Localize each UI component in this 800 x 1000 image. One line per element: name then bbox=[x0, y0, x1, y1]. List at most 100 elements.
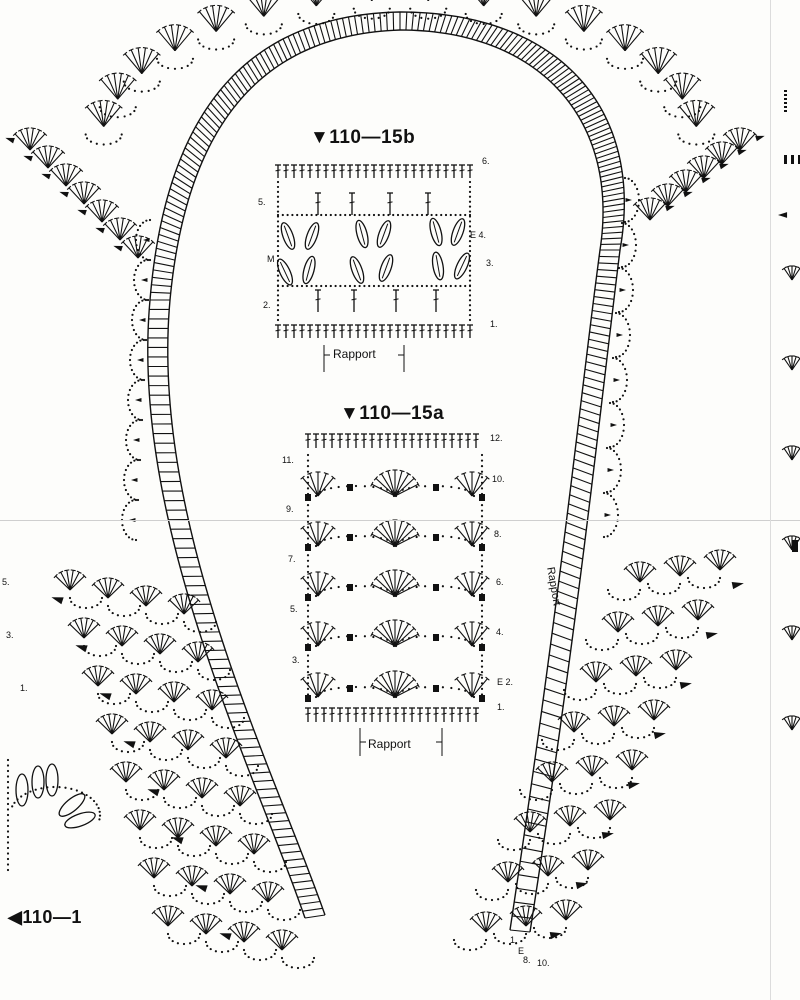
chain-dot bbox=[666, 630, 669, 633]
row-stitch bbox=[353, 438, 359, 441]
row-stitch bbox=[315, 169, 321, 172]
chain-dot bbox=[475, 948, 478, 951]
chain-dot bbox=[459, 284, 462, 288]
chain-dot bbox=[358, 284, 361, 288]
chain-dot bbox=[394, 644, 398, 648]
chain-dot bbox=[123, 484, 126, 487]
chain-dot bbox=[228, 900, 232, 904]
shell-fan bbox=[385, 619, 391, 623]
yoke-tick bbox=[294, 887, 316, 891]
yoke-tick bbox=[518, 874, 539, 879]
wing-fan bbox=[62, 164, 67, 187]
rail-dot bbox=[480, 671, 484, 674]
shell-fan bbox=[331, 475, 336, 480]
chain-dot bbox=[214, 620, 218, 624]
panel-fan bbox=[531, 859, 536, 865]
chain-dot bbox=[615, 453, 618, 456]
panel-fan bbox=[617, 614, 628, 633]
rail-dot bbox=[480, 476, 484, 479]
top-fan bbox=[255, 0, 265, 17]
chain-dot bbox=[127, 393, 130, 396]
shell-fan bbox=[378, 472, 384, 476]
panel-fan bbox=[593, 803, 598, 809]
chain-dot bbox=[20, 795, 23, 798]
wing-picot bbox=[719, 163, 729, 170]
chain-dot bbox=[618, 355, 621, 358]
dc-block bbox=[305, 494, 311, 501]
panel-fan bbox=[148, 857, 154, 860]
side-picot bbox=[131, 477, 138, 483]
chain-dot bbox=[206, 902, 210, 906]
chain-dot bbox=[622, 730, 625, 733]
panel-fan bbox=[205, 919, 221, 935]
chain-dot bbox=[454, 942, 457, 945]
top-fan bbox=[647, 49, 659, 74]
yoke-tick bbox=[591, 136, 614, 146]
panel-fan bbox=[146, 722, 151, 743]
chain-dot bbox=[243, 819, 246, 823]
chain-dot bbox=[157, 61, 160, 64]
yoke-tick bbox=[586, 353, 607, 360]
panel-fan bbox=[191, 866, 196, 887]
yoke-tick bbox=[587, 346, 608, 352]
rail-dot bbox=[276, 180, 280, 184]
panel-fan bbox=[609, 800, 614, 821]
shell-fan bbox=[463, 473, 473, 497]
chart-b-row-6: 6. bbox=[482, 156, 490, 166]
panel-picot bbox=[195, 885, 208, 893]
chain-dot bbox=[158, 660, 162, 664]
wing-fan bbox=[675, 184, 681, 188]
chain-dot bbox=[615, 404, 619, 408]
wing-fan bbox=[716, 159, 722, 165]
chain-dot bbox=[615, 642, 618, 645]
chain-dot bbox=[229, 771, 232, 775]
rail-dot bbox=[276, 289, 280, 292]
chain-dot bbox=[599, 836, 602, 839]
chain-dot bbox=[608, 826, 612, 830]
chain-dot bbox=[314, 644, 318, 648]
chain-dot bbox=[124, 488, 127, 492]
panel-fan bbox=[97, 671, 113, 687]
wing-fan bbox=[700, 156, 705, 179]
rail-dot bbox=[6, 830, 10, 833]
side-picot bbox=[610, 422, 617, 428]
wing-picot bbox=[5, 137, 15, 144]
panel-fan bbox=[575, 759, 580, 765]
chain-dot bbox=[571, 742, 574, 745]
chain-dot bbox=[285, 963, 288, 967]
chain-dot bbox=[530, 892, 534, 896]
chain-dot bbox=[643, 736, 646, 739]
shell-fan bbox=[331, 625, 336, 630]
panel-fan bbox=[569, 808, 580, 827]
shell-fan bbox=[371, 483, 396, 497]
wing-fan bbox=[102, 199, 108, 202]
chain-dot bbox=[620, 265, 624, 269]
panel-fan bbox=[683, 605, 699, 621]
chain-dot bbox=[327, 19, 331, 23]
chain-dot bbox=[185, 806, 188, 809]
wing-fan bbox=[35, 146, 41, 150]
chain-dot bbox=[609, 447, 612, 450]
panel-fan bbox=[148, 677, 153, 683]
chain-dot bbox=[541, 798, 544, 801]
panel-fan bbox=[164, 684, 175, 703]
chain-dot bbox=[615, 524, 618, 528]
shell-fan bbox=[317, 674, 327, 698]
wing-fan bbox=[752, 131, 758, 137]
chain-dot bbox=[194, 796, 198, 800]
chain-dot bbox=[699, 106, 702, 109]
chain-dot bbox=[98, 810, 101, 813]
panel-fan bbox=[720, 549, 726, 552]
row-stitch bbox=[321, 712, 327, 715]
rail-dot bbox=[276, 240, 280, 243]
panel-fan bbox=[160, 770, 165, 791]
chain-dot bbox=[363, 585, 367, 588]
rail-dot bbox=[468, 200, 472, 203]
chain-dot bbox=[329, 213, 332, 217]
chain-dot bbox=[191, 763, 194, 767]
chain-dot bbox=[457, 537, 461, 540]
panel-fan bbox=[697, 605, 713, 621]
panel-fan bbox=[166, 861, 171, 867]
chain-dot bbox=[148, 846, 151, 849]
